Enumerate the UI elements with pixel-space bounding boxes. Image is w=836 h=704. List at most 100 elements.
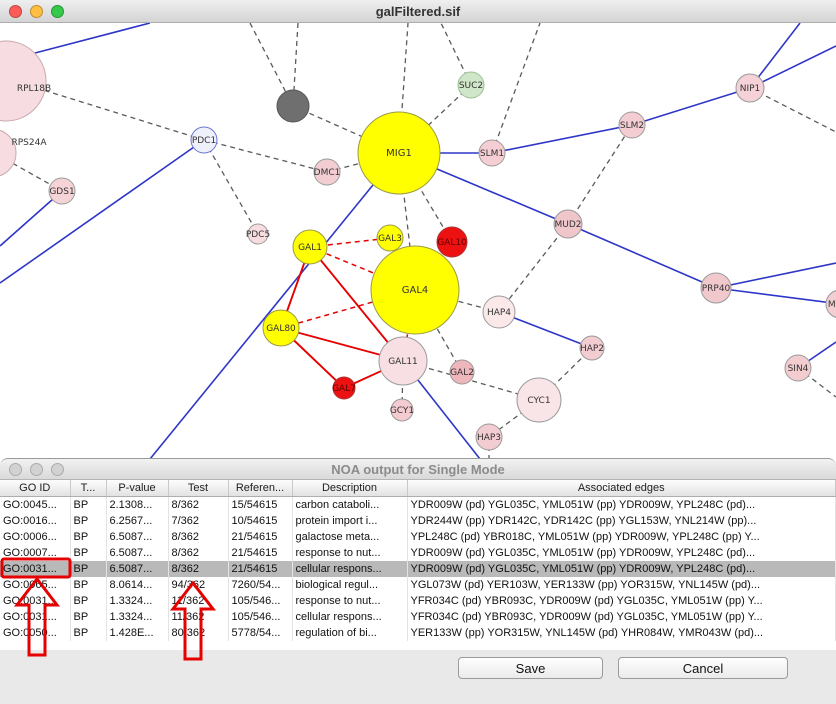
node-rpl18b[interactable] — [0, 40, 47, 122]
table-cell[interactable]: GO:0050... — [0, 625, 71, 641]
node-gal10[interactable] — [436, 226, 468, 258]
node-hap3[interactable] — [475, 423, 503, 451]
table-cell[interactable]: 6.5087... — [106, 545, 169, 561]
table-cell[interactable]: 80/362 — [168, 625, 229, 641]
table-cell[interactable]: 2.1308... — [106, 496, 169, 513]
table-cell[interactable]: 21/54615 — [228, 529, 293, 545]
table-cell[interactable]: 8/362 — [168, 545, 229, 561]
table-cell[interactable]: YPL248C (pd) YBR018C, YML051W (pp) YDR00… — [407, 529, 836, 545]
table-cell[interactable]: BP — [70, 577, 107, 593]
table-cell[interactable]: GO:0031... — [0, 593, 71, 609]
node-unlabeled[interactable] — [276, 89, 310, 123]
close-button[interactable] — [9, 462, 22, 476]
node-gds1[interactable] — [48, 177, 76, 205]
node-gal80[interactable] — [262, 309, 300, 347]
table-cell[interactable]: GO:0031... — [0, 609, 71, 625]
table-cell[interactable]: YDR244W (pp) YDR142C, YDR142C (pp) YGL15… — [407, 513, 836, 529]
minimize-button[interactable] — [30, 4, 43, 18]
column-header-test[interactable]: Test — [168, 480, 229, 497]
table-cell[interactable]: 7/362 — [168, 513, 229, 529]
zoom-button[interactable] — [51, 4, 64, 18]
table-cell[interactable]: cellular respons... — [292, 609, 408, 625]
table-cell[interactable]: GO:0045... — [0, 496, 71, 513]
table-cell[interactable]: 7260/54... — [228, 577, 293, 593]
node-rps24a[interactable] — [0, 129, 17, 177]
table-cell[interactable]: biological regul... — [292, 577, 408, 593]
table-cell[interactable]: YFR034C (pd) YBR093C, YDR009W (pd) YGL03… — [407, 593, 836, 609]
table-cell[interactable]: 6.2567... — [106, 513, 169, 529]
node-mud2[interactable] — [553, 209, 583, 239]
close-button[interactable] — [9, 4, 22, 18]
table-cell[interactable]: BP — [70, 496, 107, 513]
noa-window-titlebar[interactable]: NOA output for Single Mode — [0, 459, 836, 480]
graph-window-titlebar[interactable]: galFiltered.sif — [0, 0, 836, 23]
node-sin4[interactable] — [784, 354, 812, 382]
table-cell[interactable]: 105/546... — [228, 593, 293, 609]
table-cell[interactable]: 11/362 — [168, 609, 229, 625]
table-cell[interactable]: YDR009W (pd) YGL035C, YML051W (pp) YDR00… — [407, 545, 836, 561]
table-cell[interactable]: 105/546... — [228, 609, 293, 625]
network-canvas[interactable]: RPL18BRPS24AGDS1PDC1DMC1MIG1SUC2SLM1SLM2… — [0, 23, 836, 459]
node-mig1[interactable] — [357, 111, 441, 195]
table-cell[interactable]: cellular respons... — [292, 561, 408, 577]
minimize-button[interactable] — [30, 462, 43, 476]
table-cell[interactable]: regulation of bi... — [292, 625, 408, 641]
node-cyc1[interactable] — [516, 377, 562, 423]
table-cell[interactable]: GO:0006... — [0, 529, 71, 545]
node-gcy1[interactable] — [390, 398, 414, 422]
column-header-description[interactable]: Description — [292, 480, 408, 497]
table-cell[interactable]: galactose meta... — [292, 529, 408, 545]
table-cell[interactable]: YDR009W (pd) YGL035C, YML051W (pp) YDR00… — [407, 561, 836, 577]
node-gal1[interactable] — [292, 229, 328, 265]
column-header-p-value[interactable]: P-value — [106, 480, 169, 497]
table-cell[interactable]: BP — [70, 513, 107, 529]
node-gal2[interactable] — [449, 359, 475, 385]
save-button[interactable]: Save — [458, 657, 603, 679]
table-cell[interactable]: 10/54615 — [228, 513, 293, 529]
node-slm1[interactable] — [478, 139, 506, 167]
table-cell[interactable]: 11/362 — [168, 593, 229, 609]
node-pdc5[interactable] — [247, 223, 269, 245]
node-msl1[interactable] — [825, 290, 836, 318]
table-cell[interactable]: BP — [70, 609, 107, 625]
table-cell[interactable]: GO:0065... — [0, 577, 71, 593]
column-header-go-id[interactable]: GO ID — [0, 480, 71, 497]
table-cell[interactable]: BP — [70, 561, 107, 577]
node-gal3[interactable] — [376, 224, 404, 252]
node-prp40[interactable] — [700, 272, 732, 304]
table-cell[interactable]: YGL073W (pd) YER103W, YER133W (pp) YOR31… — [407, 577, 836, 593]
table-cell[interactable]: YDR009W (pd) YGL035C, YML051W (pp) YDR00… — [407, 496, 836, 513]
node-hap4[interactable] — [482, 295, 516, 329]
table-cell[interactable]: 21/54615 — [228, 561, 293, 577]
node-gal11[interactable] — [378, 336, 428, 386]
table-cell[interactable]: BP — [70, 593, 107, 609]
column-header-associated-edges[interactable]: Associated edges — [407, 480, 836, 497]
table-cell[interactable]: 15/54615 — [228, 496, 293, 513]
node-suc2[interactable] — [457, 71, 485, 99]
table-cell[interactable]: 94/362 — [168, 577, 229, 593]
table-cell[interactable]: GO:0007... — [0, 545, 71, 561]
table-cell[interactable]: 21/54615 — [228, 545, 293, 561]
table-cell[interactable]: 5778/54... — [228, 625, 293, 641]
table-cell[interactable]: 6.5087... — [106, 529, 169, 545]
table-cell[interactable]: 1.428E... — [106, 625, 169, 641]
table-cell[interactable]: BP — [70, 545, 107, 561]
table-cell[interactable]: 8/362 — [168, 529, 229, 545]
table-cell[interactable]: 1.3324... — [106, 609, 169, 625]
table-cell[interactable]: YER133W (pp) YOR315W, YNL145W (pd) YHR08… — [407, 625, 836, 641]
table-cell[interactable]: 8/362 — [168, 561, 229, 577]
table-cell[interactable]: 8.0614... — [106, 577, 169, 593]
cancel-button[interactable]: Cancel — [618, 657, 788, 679]
table-cell[interactable]: protein import i... — [292, 513, 408, 529]
column-header-referen-[interactable]: Referen... — [228, 480, 293, 497]
node-slm2[interactable] — [618, 111, 646, 139]
table-cell[interactable]: GO:0016... — [0, 513, 71, 529]
